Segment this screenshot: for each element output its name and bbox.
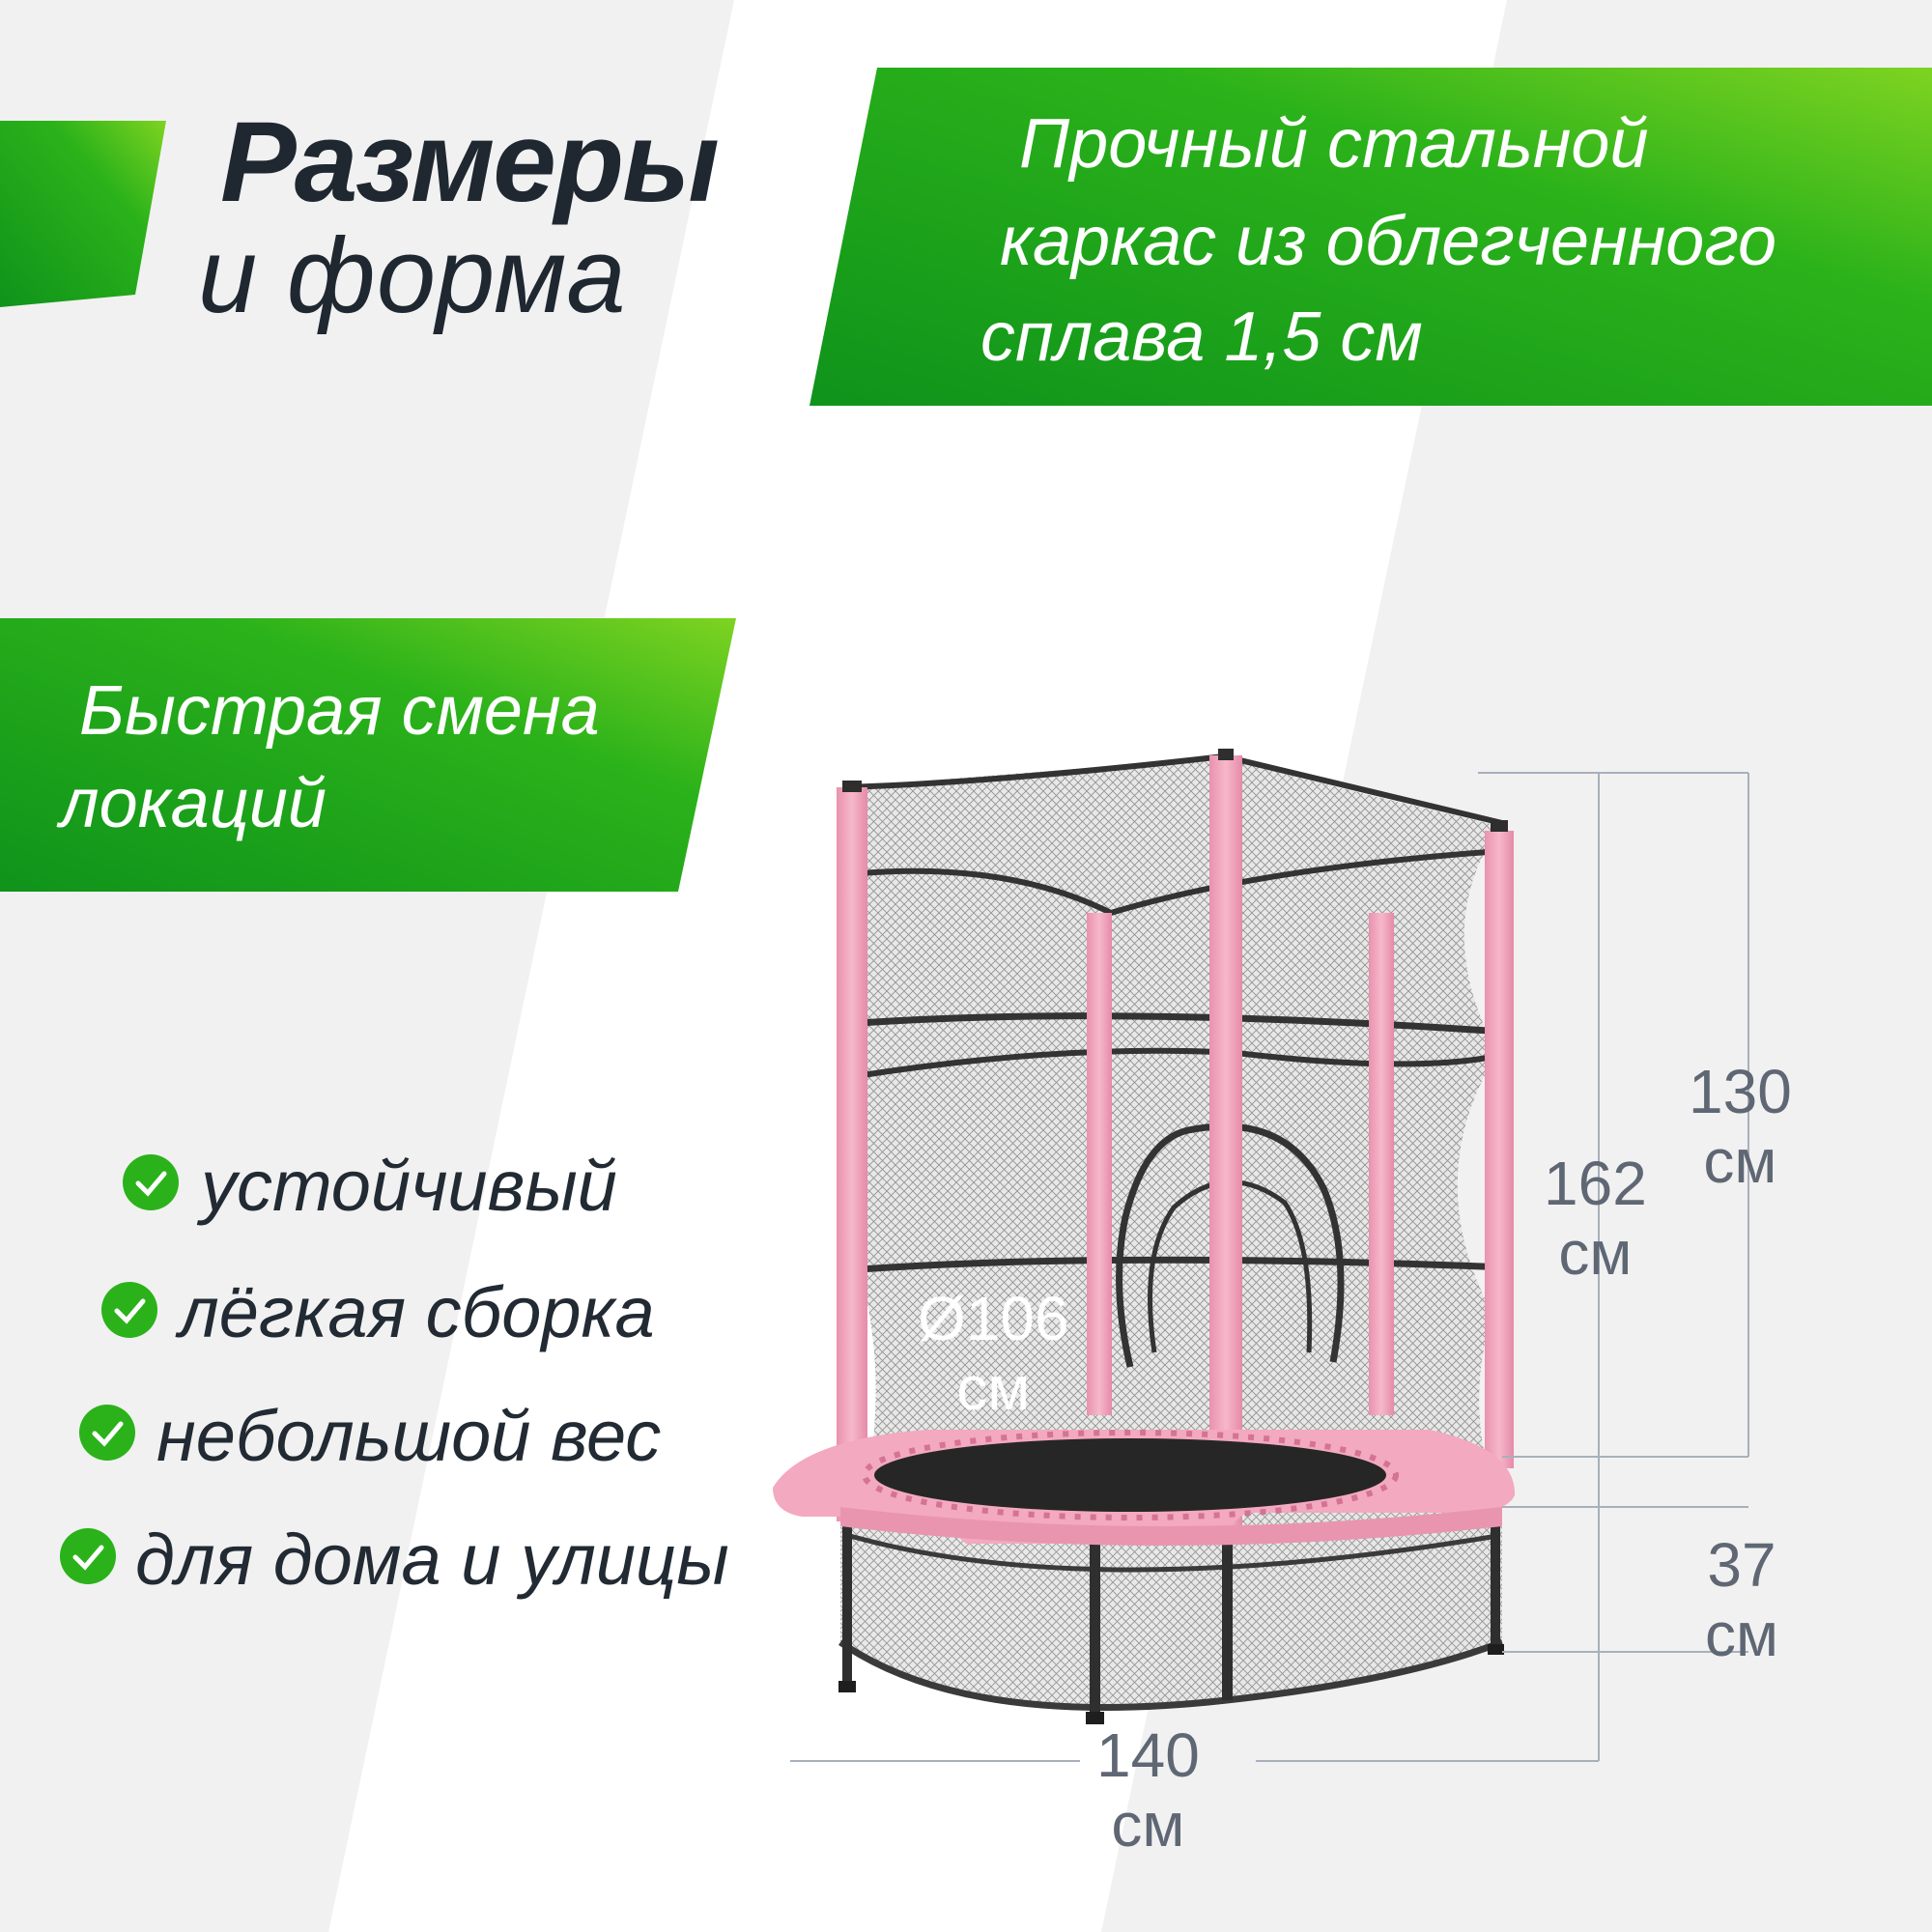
leg-foot <box>1086 1712 1104 1724</box>
leg-foot <box>1488 1644 1504 1655</box>
title-accent-shape <box>0 121 166 307</box>
dim-net-height-value: 130 <box>1689 1057 1792 1126</box>
pole <box>837 787 867 1521</box>
frame-banner-line3: сплава 1,5 см <box>980 298 1423 376</box>
dim-width: 140 см <box>1096 1720 1200 1860</box>
frame-pad-skirt <box>840 1507 1502 1546</box>
check-icon <box>79 1405 135 1461</box>
leg <box>1090 1507 1100 1719</box>
dim-leg-height-unit: см <box>1705 1599 1778 1669</box>
check-icon <box>123 1154 179 1210</box>
dim-leg-height-value: 37 <box>1707 1530 1776 1600</box>
dim-mat-diameter: Ø106 см <box>918 1284 1069 1423</box>
net-strap <box>849 849 1489 917</box>
pole-cap <box>1491 820 1508 832</box>
dim-leg-height: 37 см <box>1705 1530 1778 1669</box>
feature-label: небольшой вес <box>156 1396 662 1476</box>
dim-total-height-unit: см <box>1558 1217 1633 1288</box>
check-icon <box>60 1528 116 1584</box>
leg-foot <box>838 1681 856 1692</box>
feature-label: для дома и улицы <box>135 1520 729 1600</box>
location-banner-bg <box>0 618 736 892</box>
leg-net-strap-upper <box>849 1533 1498 1573</box>
bg-diagonal-stripe <box>0 0 734 1932</box>
dim-mat-diameter-value: Ø106 <box>918 1284 1069 1353</box>
pole <box>1485 831 1514 1468</box>
frame-banner-line2: каркас из облегченного <box>1000 203 1777 280</box>
dim-width-value: 140 <box>1096 1720 1200 1790</box>
leg-net-strap <box>838 1638 1504 1711</box>
dim-mat-diameter-unit: см <box>956 1352 1031 1423</box>
leg <box>842 1507 852 1686</box>
feature-label: лёгкая сборка <box>179 1272 655 1352</box>
pole <box>1209 755 1242 1528</box>
feature-label: устойчивый <box>201 1146 617 1226</box>
pole-cap <box>1218 749 1234 760</box>
leg <box>1222 1507 1233 1700</box>
net-strap <box>844 1256 1506 1274</box>
dim-width-unit: см <box>1111 1789 1185 1860</box>
net-door-arch <box>1116 1122 1345 1368</box>
dim-total-height: 162 см <box>1544 1149 1647 1288</box>
location-banner-line2: локаций <box>60 765 327 842</box>
pole <box>1087 913 1112 1415</box>
dim-net-height: 130 см <box>1689 1057 1792 1196</box>
page-title: Размеры <box>220 99 720 226</box>
dim-total-height-value: 162 <box>1544 1149 1647 1218</box>
dim-net-height-unit: см <box>1703 1125 1777 1196</box>
pole-cap <box>842 781 862 792</box>
leg <box>1491 1507 1500 1652</box>
check-icon <box>101 1282 157 1338</box>
jump-mat-edge <box>862 1430 1399 1520</box>
frame-banner-bg <box>810 68 1932 406</box>
page-subtitle: и форма <box>198 216 626 335</box>
jump-mat <box>874 1438 1386 1512</box>
location-banner-line1: Быстрая смена <box>79 672 600 750</box>
pole <box>1369 913 1394 1415</box>
frame-banner-line1: Прочный стальной <box>1019 105 1649 183</box>
